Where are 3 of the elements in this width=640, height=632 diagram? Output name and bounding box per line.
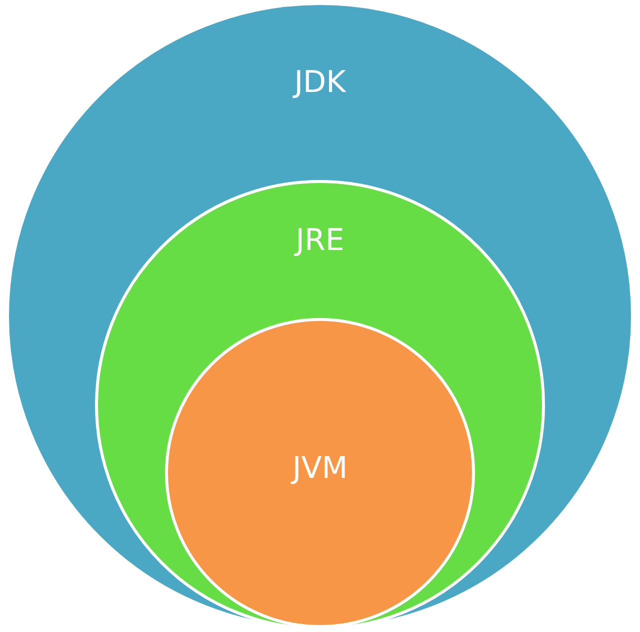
circle-label: JVM — [292, 451, 348, 486]
circle-label: JDK — [294, 65, 346, 100]
circle-label: JRE — [296, 223, 344, 258]
